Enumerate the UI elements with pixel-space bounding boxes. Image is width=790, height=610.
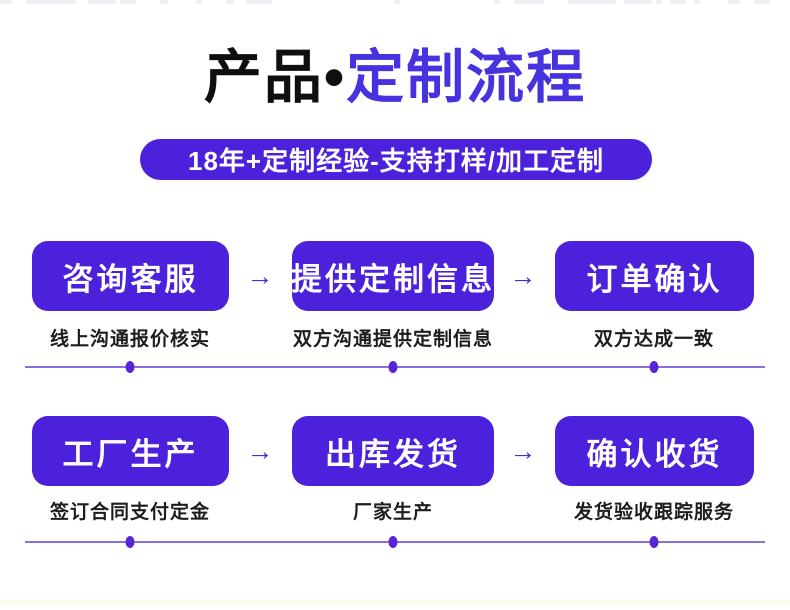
step-label: 订单确认 (586, 261, 723, 297)
step-note: 线上沟通报价核实 (49, 329, 210, 350)
arrow-right-icon: → (246, 436, 274, 466)
bottom-divider-strip (0, 600, 790, 604)
step-ship-out: 出库发货 (292, 416, 494, 486)
page-title-black: 产品 (203, 45, 324, 110)
step-label: 工厂生产 (62, 436, 199, 472)
step-label: 出库发货 (325, 436, 461, 472)
page-title-accent: 定制流程 (346, 45, 587, 110)
step-note: 双方沟通提供定制信息 (292, 329, 493, 350)
step-label: 提供定制信息 (291, 261, 495, 297)
timeline-dot (649, 536, 659, 548)
arrow-right-icon: → (509, 261, 537, 291)
arrow-right-icon: → (246, 261, 274, 291)
page-title: 产品•定制流程 (0, 42, 790, 115)
step-note: 发货验收跟踪服务 (573, 502, 734, 523)
step-order-confirm: 订单确认 (555, 241, 754, 311)
step-label: 确认收货 (586, 436, 723, 472)
step-note: 签订合同支付定金 (49, 502, 210, 523)
step-confirm-receipt: 确认收货 (555, 416, 754, 486)
timeline-dot (125, 536, 135, 548)
title-dot-separator: • (323, 45, 347, 110)
step-consult-service: 咨询客服 (32, 241, 229, 311)
step-provide-custom-info: 提供定制信息 (291, 241, 495, 311)
arrow-right-icon: → (509, 436, 537, 466)
step-label: 咨询客服 (62, 261, 199, 297)
timeline-dot (388, 536, 398, 548)
experience-banner: 18年+定制经验-支持打样/加工定制 (140, 139, 652, 180)
step-factory-production: 工厂生产 (32, 416, 229, 486)
timeline-dot (649, 361, 659, 373)
step-note: 双方达成一致 (593, 329, 714, 350)
timeline-dot (388, 361, 398, 373)
experience-banner-label: 18年+定制经验-支持打样/加工定制 (188, 146, 604, 176)
timeline-dot (125, 361, 135, 373)
step-note: 厂家生产 (352, 502, 433, 523)
